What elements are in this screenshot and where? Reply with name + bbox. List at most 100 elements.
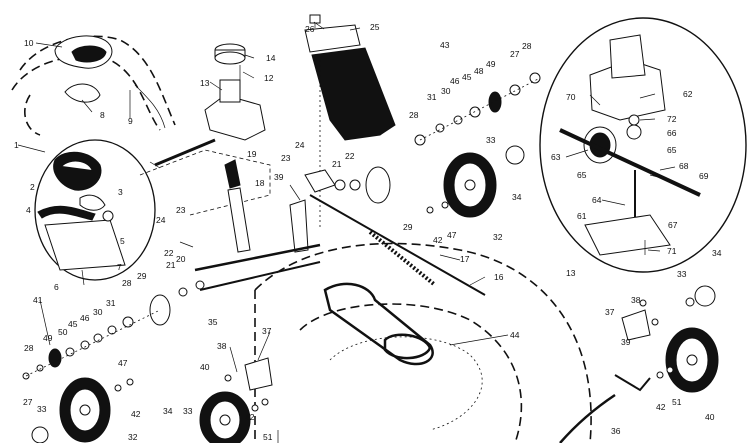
callout-26: 26 [305, 24, 315, 34]
callout-69: 69 [699, 171, 709, 181]
front-wheel-left [31, 377, 134, 443]
callout-33c: 33 [183, 406, 193, 416]
callout-39a: 39 [274, 172, 284, 182]
callout-9: 9 [128, 116, 133, 126]
callout-23b: 23 [176, 205, 186, 215]
callout-29b: 29 [137, 271, 147, 281]
callout-33d: 33 [677, 269, 687, 279]
callout-1: 1 [14, 140, 19, 150]
callout-61: 61 [577, 211, 587, 221]
callout-48: 48 [474, 66, 484, 76]
handle-assembly [11, 35, 176, 136]
rear-wheel-top [365, 145, 525, 218]
callout-62: 62 [683, 89, 693, 99]
callout-24a: 24 [295, 140, 305, 150]
mower-deck [254, 242, 592, 443]
callout-30b: 30 [93, 307, 103, 317]
callout-18: 18 [255, 178, 265, 188]
callout-28d: 28 [24, 343, 34, 353]
control-inset [34, 139, 156, 286]
callout-49b: 49 [43, 333, 53, 343]
callout-42a: 42 [433, 235, 443, 245]
callout-25: 25 [370, 22, 380, 32]
callout-28b: 28 [409, 110, 419, 120]
callout-10: 10 [24, 38, 34, 48]
callout-36: 36 [611, 426, 621, 436]
callout-31b: 31 [106, 298, 116, 308]
lever-bracket [224, 159, 361, 253]
callout-23a: 23 [281, 153, 291, 163]
callout-5: 5 [120, 236, 125, 246]
callout-20: 20 [176, 254, 186, 264]
callout-65a: 65 [667, 145, 677, 155]
callout-7: 7 [117, 262, 122, 272]
callout-45b: 45 [68, 319, 78, 329]
callout-16: 16 [494, 272, 504, 282]
callout-49: 49 [486, 59, 496, 69]
callout-37a: 37 [262, 326, 272, 336]
callout-71: 71 [667, 246, 677, 256]
callout-3: 3 [118, 187, 123, 197]
callout-34a: 34 [512, 192, 522, 202]
callout-27a: 27 [510, 49, 520, 59]
drive-rod [149, 138, 216, 169]
callout-72: 72 [667, 114, 677, 124]
callout-27b: 27 [23, 397, 33, 407]
callout-66: 66 [667, 128, 677, 138]
callout-33b: 33 [37, 404, 47, 414]
callout-8: 8 [100, 110, 105, 120]
callout-19: 19 [247, 149, 257, 159]
callout-30a: 30 [441, 86, 451, 96]
lower-left-parts [22, 280, 205, 380]
upper-wheel-parts [414, 72, 541, 146]
front-wheel-middle [199, 357, 279, 443]
callout-42c: 42 [245, 412, 255, 422]
callout-labels: 10 8 9 14 12 13 26 25 43 27 28 46 45 48 … [14, 22, 722, 442]
callout-13b: 13 [566, 268, 576, 278]
gearbox-inset [539, 17, 747, 273]
callout-17: 17 [460, 254, 470, 264]
callout-43: 43 [440, 40, 450, 50]
callout-65b: 65 [577, 170, 587, 180]
callout-35: 35 [208, 317, 218, 327]
callout-50: 50 [58, 327, 68, 337]
callout-40a: 40 [200, 362, 210, 372]
callout-21b: 21 [166, 260, 176, 270]
callout-12: 12 [264, 73, 274, 83]
callout-51b: 51 [672, 397, 682, 407]
callout-41: 41 [33, 295, 43, 305]
callout-68: 68 [679, 161, 689, 171]
callout-67: 67 [668, 220, 678, 230]
callout-21a: 21 [332, 159, 342, 169]
callout-38a: 38 [217, 341, 227, 351]
callout-51a: 51 [263, 432, 273, 442]
callout-42d: 42 [656, 402, 666, 412]
callout-32b: 32 [128, 432, 138, 442]
callout-22b: 22 [164, 248, 174, 258]
axle-rod [194, 194, 486, 296]
callout-14: 14 [266, 53, 276, 63]
callout-47b: 47 [118, 358, 128, 368]
callout-42b: 42 [131, 409, 141, 419]
callout-37b: 37 [605, 307, 615, 317]
callout-39b: 39 [621, 337, 631, 347]
callout-4: 4 [26, 205, 31, 215]
transmission [139, 43, 271, 216]
leader-lines [17, 21, 676, 373]
front-wheel-right [559, 285, 719, 443]
callout-28c: 28 [122, 278, 132, 288]
callout-34b: 34 [163, 406, 173, 416]
callout-28a: 28 [522, 41, 532, 51]
callout-45a: 45 [462, 72, 472, 82]
callout-6: 6 [54, 282, 59, 292]
callout-46b: 46 [80, 313, 90, 323]
callout-47a: 47 [447, 230, 457, 240]
callout-34c: 34 [712, 248, 722, 258]
callout-29a: 29 [403, 222, 413, 232]
callout-31a: 31 [427, 92, 437, 102]
callout-46a: 46 [450, 76, 460, 86]
callout-33a: 33 [486, 135, 496, 145]
callout-63: 63 [551, 152, 561, 162]
